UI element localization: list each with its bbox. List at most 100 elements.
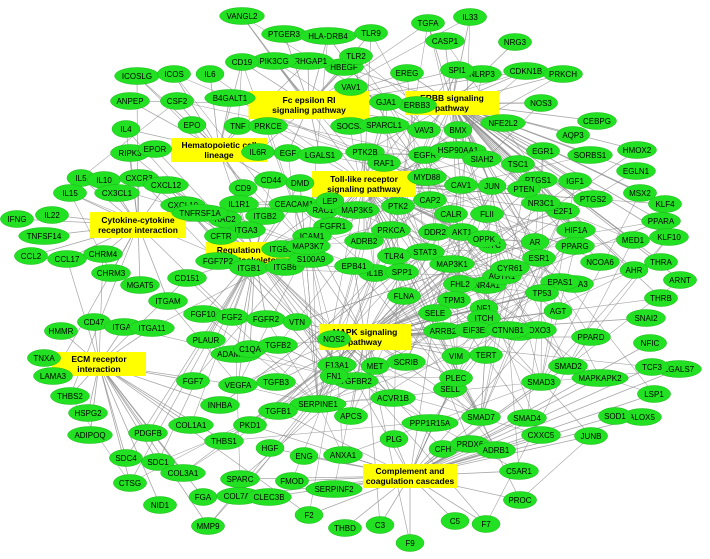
gene-node-sorbs1[interactable]: SORBS1: [567, 146, 613, 164]
gene-node-tgfb3[interactable]: TGFB3: [256, 373, 296, 391]
gene-node-ppard[interactable]: PPARD: [571, 328, 611, 346]
gene-node-snai2[interactable]: SNAI2: [626, 309, 666, 327]
gene-node-vav1[interactable]: VAV1: [334, 78, 368, 96]
gene-node-f7[interactable]: F7: [471, 515, 501, 533]
gene-node-smad7[interactable]: SMAD7: [461, 408, 501, 426]
gene-node-il6[interactable]: IL6: [195, 65, 225, 83]
gene-node-flii[interactable]: FLII: [470, 205, 504, 223]
gene-node-adipoq[interactable]: ADIPOQ: [67, 426, 113, 444]
gene-node-msx2[interactable]: MSX2: [623, 184, 657, 202]
gene-node-cd151[interactable]: CD151: [167, 269, 207, 287]
gene-node-itgb1[interactable]: ITGB1: [229, 259, 269, 277]
gene-node-il6r[interactable]: IL6R: [241, 143, 275, 161]
gene-node-f9[interactable]: F9: [395, 534, 425, 552]
gene-node-cxcl12[interactable]: CXCL12: [143, 176, 189, 194]
gene-node-sparcl1[interactable]: SPARCL1: [358, 116, 410, 134]
gene-node-tsc1[interactable]: TSC1: [501, 155, 535, 173]
gene-node-sparc[interactable]: SPARC: [220, 470, 260, 488]
gene-node-chrm4[interactable]: CHRM4: [83, 245, 123, 263]
gene-node-epo[interactable]: EPO: [177, 116, 207, 134]
gene-node-csf2[interactable]: CSF2: [160, 92, 194, 110]
gene-node-sod1[interactable]: SOD1: [598, 407, 632, 425]
gene-node-f2[interactable]: F2: [294, 506, 324, 524]
gene-node-fmod[interactable]: FMOD: [275, 472, 309, 490]
gene-node-acvr1b[interactable]: ACVR1B: [370, 389, 416, 407]
gene-node-klf10[interactable]: KLF10: [649, 228, 689, 246]
gene-node-prkch[interactable]: PRKCH: [543, 65, 583, 83]
gene-node-tp53[interactable]: TP53: [525, 284, 559, 302]
gene-node-ifng[interactable]: IFNG: [0, 210, 34, 228]
gene-node-il22[interactable]: IL22: [35, 206, 69, 224]
gene-node-tlr9[interactable]: TLR9: [354, 24, 388, 42]
gene-node-nfe2l2[interactable]: NFE2L2: [480, 114, 526, 132]
gene-node-dmd[interactable]: DMD: [285, 174, 315, 192]
gene-node-arrb2[interactable]: ARRB2: [423, 322, 463, 340]
gene-node-inhba[interactable]: INHBA: [200, 396, 240, 414]
gene-node-lgals1[interactable]: LGALS1: [297, 146, 343, 164]
gene-node-apcs[interactable]: APCS: [334, 407, 368, 425]
gene-node-fhl2[interactable]: FHL2: [443, 275, 477, 293]
gene-node-klf4[interactable]: KLF4: [648, 195, 682, 213]
gene-node-ptger3[interactable]: PTGER3: [261, 25, 307, 43]
gene-node-adrb2[interactable]: ADRB2: [344, 232, 384, 250]
gene-node-mmp9[interactable]: MMP9: [191, 517, 225, 535]
gene-node-plg[interactable]: PLG: [379, 430, 409, 448]
gene-node-pten[interactable]: PTEN: [507, 180, 541, 198]
gene-node-hgf[interactable]: HGF: [255, 439, 285, 457]
gene-node-icoslg[interactable]: ICOSLG: [114, 67, 160, 85]
gene-node-tnf[interactable]: TNF: [223, 117, 253, 135]
gene-node-hmmr[interactable]: HMMR: [44, 322, 78, 340]
gene-node-map3k5[interactable]: MAP3K5: [334, 201, 380, 219]
gene-node-hla-drb4[interactable]: HLA-DRB4: [299, 27, 357, 45]
gene-node-scrib[interactable]: SCRIB: [386, 353, 426, 371]
gene-node-esr1[interactable]: ESR1: [522, 249, 556, 267]
gene-node-nid1[interactable]: NID1: [143, 496, 177, 514]
gene-node-fgfr2[interactable]: FGFR2: [246, 310, 286, 328]
gene-node-thra[interactable]: THRA: [644, 253, 678, 271]
gene-node-vim[interactable]: VIM: [441, 347, 471, 365]
gene-node-pparg[interactable]: PPARG: [555, 237, 595, 255]
gene-node-sele[interactable]: SELE: [418, 304, 452, 322]
gene-node-nrg3[interactable]: NRG3: [498, 33, 532, 51]
gene-node-tgfb1[interactable]: TGFB1: [258, 402, 298, 420]
gene-node-vtn[interactable]: VTN: [282, 313, 312, 331]
gene-node-col1a1[interactable]: COL1A1: [168, 416, 214, 434]
gene-node-ctnnb1[interactable]: CTNNB1: [485, 321, 531, 339]
gene-node-il15[interactable]: IL15: [53, 184, 87, 202]
gene-node-hspg2[interactable]: HSPG2: [68, 404, 108, 422]
gene-node-cebpg[interactable]: CEBPG: [577, 112, 617, 130]
gene-node-anxa1[interactable]: ANXA1: [323, 446, 363, 464]
gene-node-prkce[interactable]: PRKCE: [248, 117, 288, 135]
gene-node-egf[interactable]: EGF: [273, 144, 303, 162]
gene-node-lsp1[interactable]: LSP1: [637, 385, 671, 403]
gene-node-flna[interactable]: FLNA: [387, 287, 421, 305]
gene-node-vegfa[interactable]: VEGFA: [218, 376, 258, 394]
gene-node-ar[interactable]: AR: [520, 233, 550, 251]
gene-node-nr3c1[interactable]: NR3C1: [521, 194, 561, 212]
gene-node-cd44[interactable]: CD44: [254, 171, 288, 189]
gene-node-eif3e[interactable]: EIF3E: [454, 321, 494, 339]
gene-node-arnt[interactable]: ARNT: [663, 271, 697, 289]
gene-node-met[interactable]: MET: [360, 357, 390, 375]
gene-node-itga11[interactable]: ITGA11: [129, 319, 175, 337]
gene-node-thbs2[interactable]: THBS2: [50, 387, 90, 405]
gene-node-nos2[interactable]: NOS2: [317, 330, 351, 348]
gene-node-il33[interactable]: IL33: [453, 8, 487, 26]
gene-node-ptgs2[interactable]: PTGS2: [573, 190, 613, 208]
gene-node-ccl17[interactable]: CCL17: [47, 250, 87, 268]
gene-node-ncoa6[interactable]: NCOA6: [580, 253, 620, 271]
gene-node-ccl2[interactable]: CCL2: [14, 247, 48, 265]
gene-node-cyr61[interactable]: CYR61: [490, 259, 530, 277]
gene-node-vangl2[interactable]: VANGL2: [219, 7, 265, 25]
gene-node-med1[interactable]: MED1: [616, 231, 650, 249]
gene-node-siah2[interactable]: SIAH2: [462, 150, 502, 168]
gene-node-cap2[interactable]: CAP2: [413, 191, 447, 209]
gene-node-itgb2[interactable]: ITGB2: [245, 207, 285, 225]
gene-node-ddr2[interactable]: DDR2: [418, 223, 452, 241]
gene-node-tnfsf14[interactable]: TNFSF14: [18, 227, 70, 245]
gene-node-egln1[interactable]: EGLN1: [616, 162, 656, 180]
gene-node-ptk2[interactable]: PTK2: [381, 197, 415, 215]
gene-node-fga[interactable]: FGA: [188, 488, 218, 506]
